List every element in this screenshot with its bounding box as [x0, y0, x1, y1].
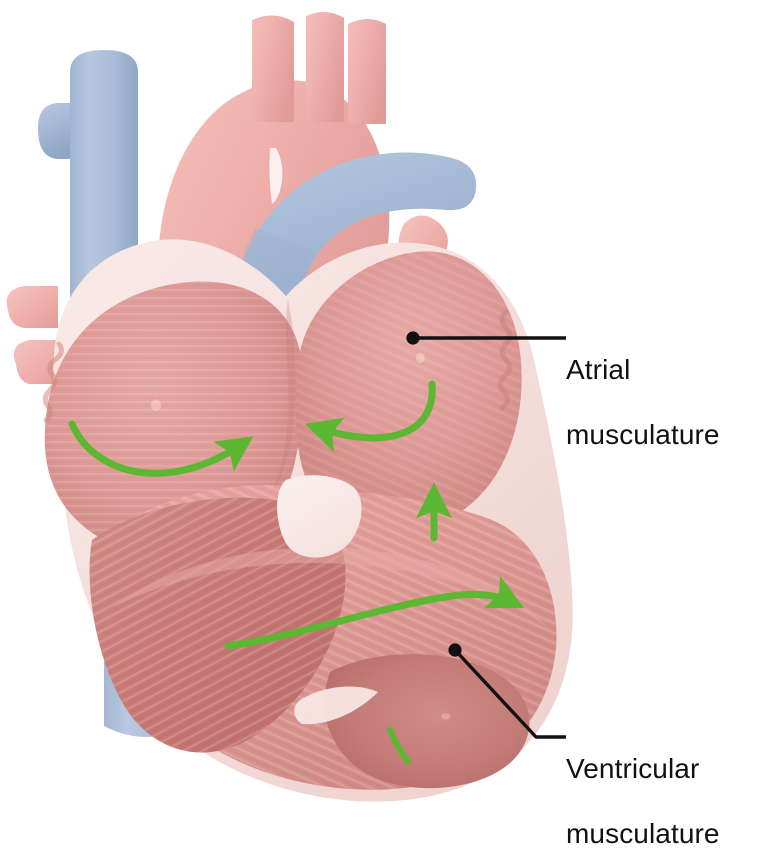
ventricular-musculature: [89, 475, 557, 790]
apex-crevice: [294, 686, 378, 725]
leader-lines: [406, 331, 566, 739]
arrow-right-atrium-sweep: [68, 420, 254, 477]
heart-illustration: [6, 11, 573, 802]
fibre-direction-arrows: [68, 380, 525, 765]
vessel-notch: [269, 148, 283, 204]
label-ventricular-musculature: Ventricular musculature: [566, 721, 720, 851]
interatrial-groove: [268, 300, 296, 498]
left-common-carotid: [306, 11, 344, 123]
arrow-apex-vortex: [387, 727, 411, 765]
left-subclavian: [348, 19, 386, 124]
label-atrial-line1: Atrial: [566, 354, 631, 386]
av-valve-opening: [277, 475, 362, 558]
ventricular-band: [112, 547, 548, 628]
label-ventricular-line1: Ventricular: [566, 753, 700, 785]
arrow-ventricle-long-sweep: [224, 575, 525, 650]
leader-ventricular: [448, 643, 566, 739]
label-ventricular-line2: musculature: [566, 818, 720, 850]
apex-vortex: [324, 654, 530, 789]
label-atrial-line2: musculature: [566, 419, 720, 451]
leader-atrial: [406, 331, 566, 345]
label-atrial-musculature: Atrial musculature: [566, 322, 720, 452]
arrow-left-atrium-sweep: [304, 380, 436, 452]
heart-musculature-figure: Atrial musculature Ventricular musculatu…: [6, 11, 720, 849]
brachiocephalic-trunk: [252, 15, 294, 123]
aortic-branches: [252, 11, 386, 124]
